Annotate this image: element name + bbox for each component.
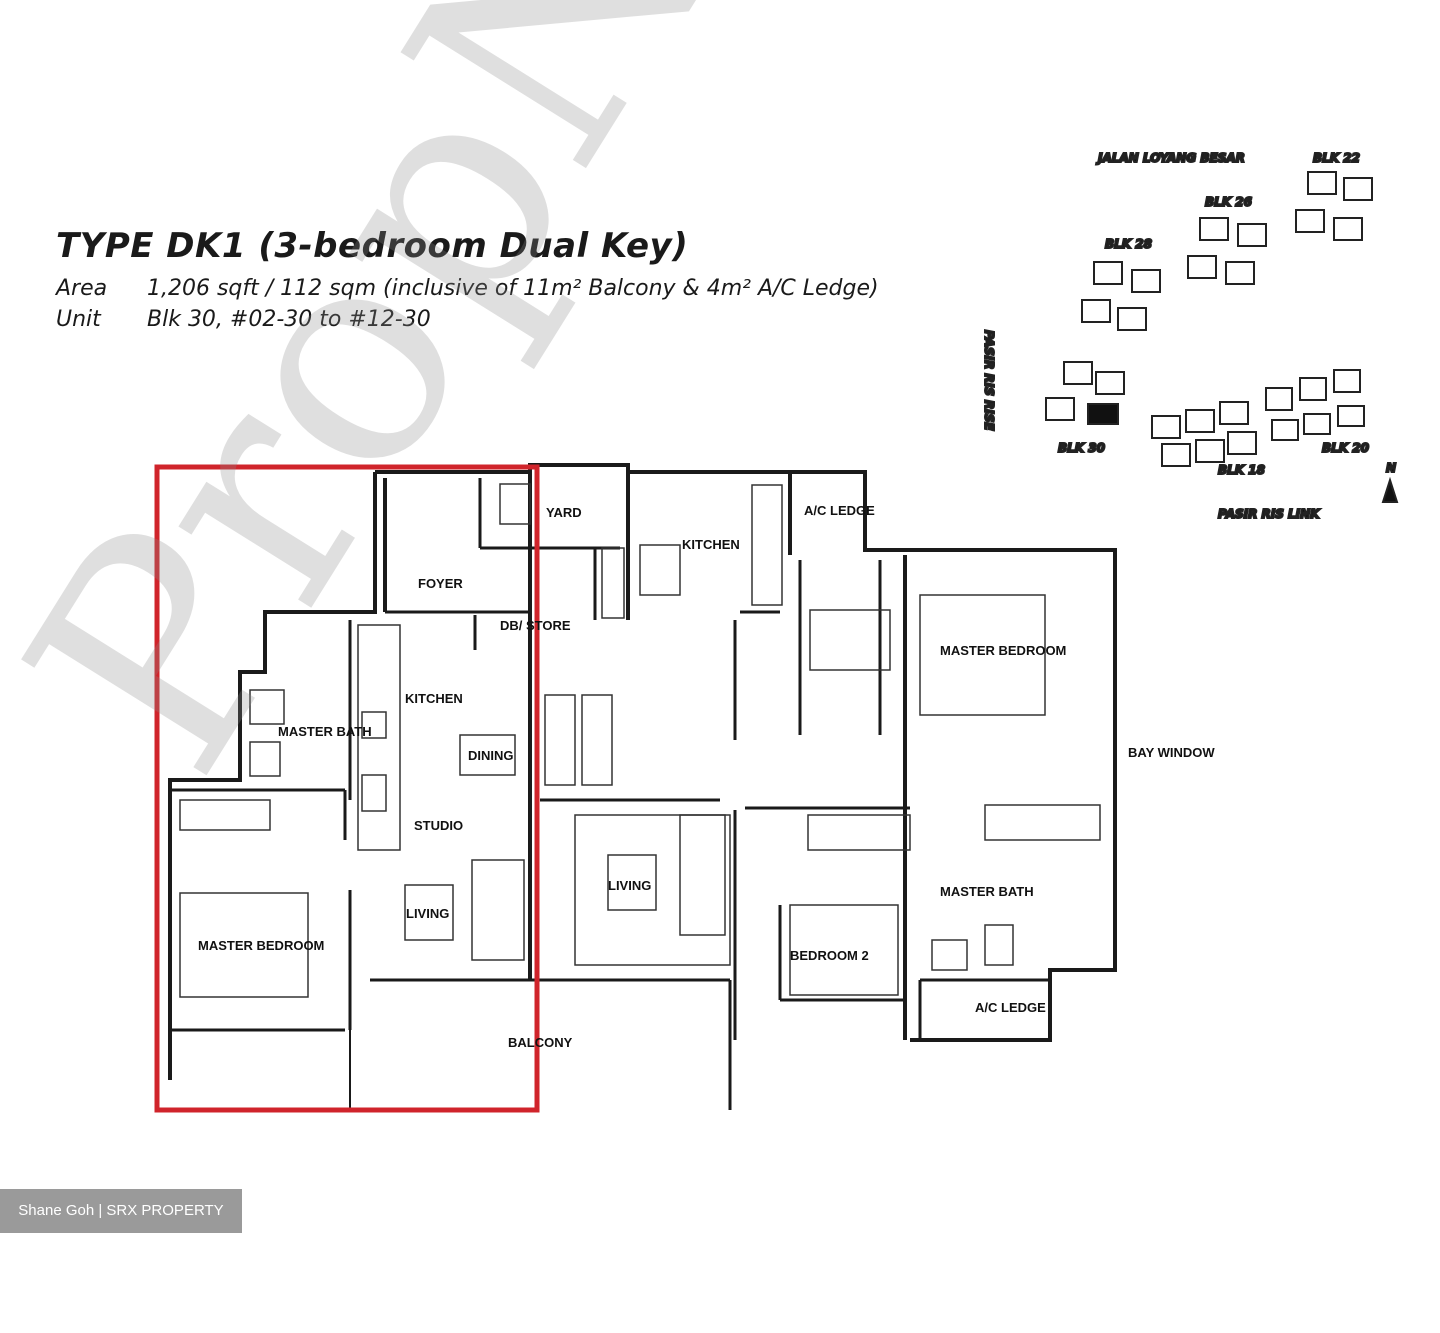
keyplan-unit [1299,377,1327,401]
room-ac-ledge-bottom: A/C LEDGE [975,1000,1046,1015]
keyplan-unit [1225,261,1255,285]
road-pasir-ris-link: PASIR RIS LINK [1218,507,1321,521]
north-arrow-icon [1381,476,1399,503]
room-kitchen-main: KITCHEN [682,537,740,552]
keyplan-unit [1185,409,1215,433]
keyplan-unit [1337,405,1365,427]
unit-value: Blk 30, #02-30 to #12-30 [147,307,431,332]
chair-icon [544,694,576,786]
room-kitchen-studio: KITCHEN [405,691,463,706]
bed-icon [179,892,309,998]
unit-label: Unit [56,307,101,332]
keyplan-unit [1081,299,1111,323]
room-dining: DINING [468,748,514,763]
keyplan-unit [1227,431,1257,455]
plan-title: TYPE DK1 (3-bedroom Dual Key) [56,226,689,266]
keyplan-unit [1195,439,1225,463]
plan-header: TYPE DK1 (3-bedroom Dual Key) Area 1,206… [56,226,879,338]
keyplan-unit [1333,369,1361,393]
basin-icon [249,741,281,777]
room-master-bedroom-studio: MASTER BEDROOM [198,938,324,953]
coffee-table-icon [404,884,454,941]
keyplan-unit [1199,217,1229,241]
area-label: Area [56,276,108,301]
wardrobe-icon [179,799,271,831]
room-master-bath-main: MASTER BATH [940,884,1034,899]
wardrobe-icon [807,814,911,851]
keyplan-unit [1265,387,1293,411]
unit-row: Unit Blk 30, #02-30 to #12-30 [56,307,879,332]
keyplan-unit [1303,413,1331,435]
keyplan-unit [1219,401,1249,425]
room-living-studio: LIVING [406,906,449,921]
room-living-main: LIVING [608,878,651,893]
room-master-bedroom-main: MASTER BEDROOM [940,643,1066,658]
block-label: BLK 30 [1058,441,1105,455]
road-pasir-ris-rise: PASIR RIS RISE [982,330,996,431]
credit-badge: Shane Goh | SRX PROPERTY [0,1189,242,1233]
fridge-icon [601,547,625,619]
stove-icon [361,711,387,739]
keyplan-unit [1307,171,1337,195]
room-labels: YARD FOYER DB/ STORE KITCHEN MASTER BATH… [198,503,1215,1050]
toilet-icon [984,924,1014,966]
studio-kitchen-counter [357,624,401,851]
room-studio: STUDIO [414,818,463,833]
block-label: BLK 18 [1218,463,1265,477]
room-foyer: FOYER [418,576,463,591]
room-master-bath-studio: MASTER BATH [278,724,372,739]
stove-icon [639,544,681,596]
room-yard: YARD [546,505,582,520]
room-db-store: DB/ STORE [500,618,571,633]
keyplan-unit [1045,397,1075,421]
keyplan-unit [1131,269,1161,293]
sofa-icon [679,814,726,936]
keyplan-unit [1187,255,1217,279]
north-label: N [1386,461,1396,475]
washer-icon [499,483,531,525]
block-label: BLK 20 [1322,441,1369,455]
road-jalan-loyang-besar: JALAN LOYANG BESAR [1096,151,1245,165]
block-label: BLK 22 [1313,151,1360,165]
keyplan-unit [1161,443,1191,467]
key-plan: JALAN LOYANG BESAR PASIR RIS RISE PASIR … [981,150,1399,522]
coffee-table-icon [607,854,657,911]
room-bay-window: BAY WINDOW [1128,745,1215,760]
toilet-icon [249,689,285,725]
keyplan-unit [1151,415,1181,439]
wardrobe-icon [984,804,1101,841]
keyplan-unit [1117,307,1147,331]
keyplan-unit [1093,261,1123,285]
sink-icon [361,774,387,812]
studio-unit-highlight [154,464,540,1113]
room-bedroom-2: BEDROOM 2 [790,948,869,963]
basin-icon [931,939,968,971]
fixtures [179,483,1101,998]
block-label: BLK 28 [1105,237,1152,251]
keyplan-unit [1333,217,1363,241]
bed-icon [919,594,1046,716]
room-ac-ledge-top: A/C LEDGE [804,503,875,518]
toilet-icon [809,609,891,671]
sofa-icon [471,859,525,961]
keyplan-unit [1237,223,1267,247]
keyplan-unit-highlighted [1087,403,1119,425]
bed-icon [789,904,899,996]
living-area-icon [574,814,731,966]
area-value: 1,206 sqft / 112 sqm (inclusive of 11m² … [147,276,879,301]
chair-icon [581,694,613,786]
keyplan-unit [1271,419,1299,441]
walls [168,463,1117,1110]
sink-counter-icon [751,484,783,606]
keyplan-unit [1295,209,1325,233]
room-balcony: BALCONY [508,1035,573,1050]
keyplan-unit [1095,371,1125,395]
keyplan-unit [1343,177,1373,201]
block-label: BLK 26 [1205,195,1252,209]
keyplan-unit [1063,361,1093,385]
dining-table-icon [459,734,516,776]
area-row: Area 1,206 sqft / 112 sqm (inclusive of … [56,276,879,301]
